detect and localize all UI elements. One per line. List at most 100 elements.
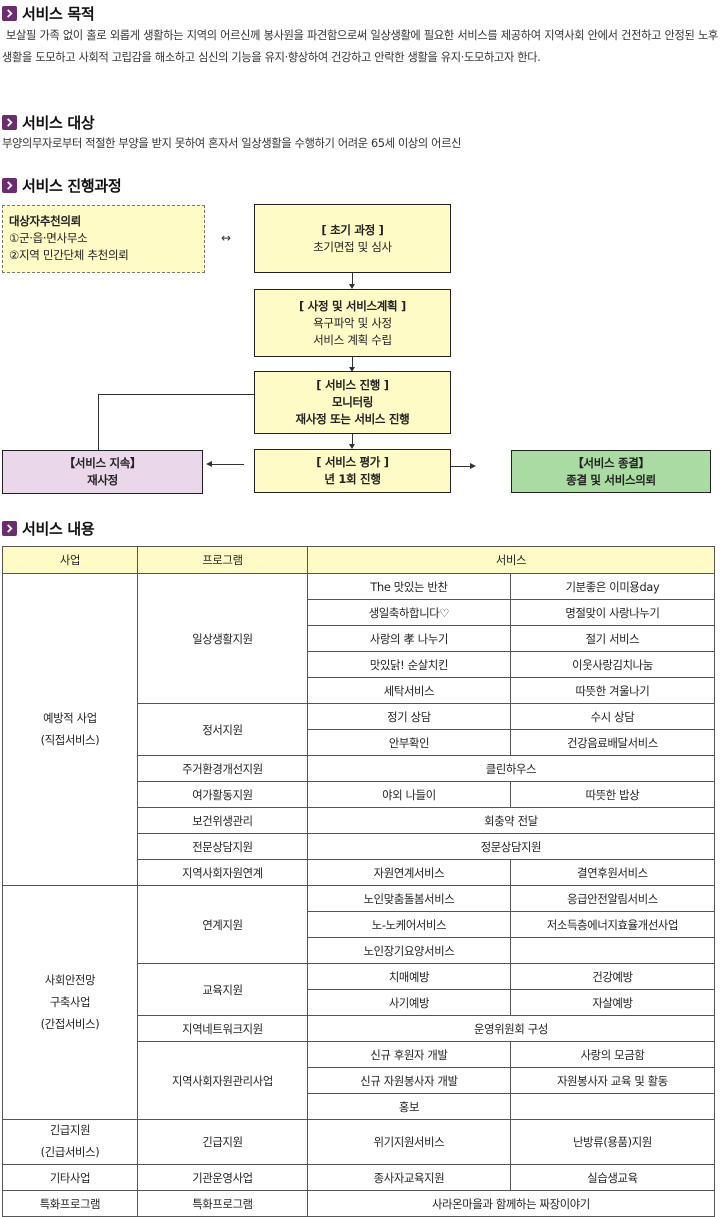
program-cell: 긴급지원 [137, 1119, 308, 1165]
service-cell: 위기지원서비스 [307, 1119, 511, 1165]
referral-box: 대상자추천의뢰 ①군·읍·면사무소 ②지역 민간단체 추천의뢰 [2, 205, 205, 273]
table-row: 전문상담지원 정문상담지원 [3, 833, 715, 860]
service-cell: 운영위원회 구성 [307, 1015, 715, 1042]
section-header-purpose: 서비스 목적 [2, 2, 95, 24]
service-cell: 응급안전알림서비스 [510, 885, 715, 912]
business-line: (긴급서비스) [40, 1146, 100, 1159]
table-row: 예방적 사업 (직접서비스) 일상생활지원 The 맛있는 반찬 기분좋은 이미… [2, 573, 715, 886]
section-title: 서비스 내용 [22, 519, 95, 538]
service-cell: 수시 상담 [510, 703, 715, 730]
flow-connector [451, 466, 471, 467]
section-title: 서비스 진행과정 [22, 176, 122, 195]
table-row: 긴급지원 (긴급서비스) 긴급지원 위기지원서비스 난방류(용품)지원 [2, 1119, 715, 1165]
service-cell: 명절맞이 사랑나누기 [510, 599, 715, 626]
table-row: 특화프로그램 특화프로그램 사라온마을과 함께하는 짜장이야기 [2, 1190, 715, 1217]
table-row: 사랑의 孝 나누기 절기 서비스 [3, 625, 715, 652]
program-cell: 기관운영사업 [137, 1164, 308, 1191]
table-row: 사회안전망 구축사업 (간접서비스) 연계지원 노인맞춤돌봄서비스 응급안전알림… [2, 885, 715, 1120]
service-cell: 회충약 전달 [307, 807, 715, 834]
program-cell: 지역사회자원연계 [137, 859, 308, 886]
table-row: 기타사업 기관운영사업 종사자교육지원 실습생교육 [2, 1164, 715, 1191]
service-cell: 따뜻한 겨울나기 [510, 677, 715, 704]
business-line: 긴급지원 [49, 1124, 91, 1137]
business-line: 예방적 사업 [43, 711, 97, 725]
service-cell: 노인장기요양서비스 [307, 937, 511, 964]
arrow-right-icon [470, 463, 476, 469]
service-cell: 홍보 [307, 1093, 511, 1120]
service-cell: 결연후원서비스 [510, 859, 715, 886]
box-title: 【서비스 지속】 [63, 456, 142, 470]
header-cell: 사업 [2, 546, 138, 574]
service-cell: 클린하우스 [307, 755, 715, 782]
service-cell: 사랑의 孝 나누기 [307, 625, 511, 652]
service-cell: 실습생교육 [510, 1164, 715, 1191]
box-line: 년 1회 진행 [324, 472, 381, 486]
table-row: 주거환경개선지원 클린하우스 [3, 755, 715, 782]
service-cell: 자원연계서비스 [307, 859, 511, 886]
service-cell: 사랑의 모금함 [510, 1041, 715, 1068]
header-cell: 프로그램 [137, 546, 308, 574]
service-cell: 노인맞춤돌봄서비스 [307, 885, 511, 912]
progress-box: [ 서비스 진행 ] 모니터링 재사정 또는 서비스 진행 [254, 371, 451, 434]
referral-line: ②지역 민간단체 추천의뢰 [9, 248, 129, 262]
business-line: (직접서비스) [40, 733, 100, 747]
service-cell: 치매예방 [307, 963, 511, 990]
table-row: 지역사회자원관리사업 신규 후원자 개발 사랑의 모금함 [3, 1041, 715, 1120]
section-title: 서비스 목적 [22, 4, 95, 23]
service-cell: 신규 후원자 개발 [307, 1041, 511, 1068]
service-table: 사업 프로그램 서비스 예방적 사업 (직접서비스) 일상생활지원 The 맛있… [2, 546, 715, 1217]
chevron-right-icon [2, 177, 17, 193]
service-cell: 노-노케어서비스 [307, 911, 511, 938]
service-cell: 기분좋은 이미용day [510, 573, 715, 600]
evaluation-box: [ 서비스 평가 ] 년 1회 진행 [254, 449, 451, 493]
program-cell: 일상생활지원 [137, 573, 308, 704]
box-line: 재사정 또는 서비스 진행 [295, 412, 410, 426]
program-cell: 전문상담지원 [137, 833, 308, 860]
service-cell: 세탁서비스 [307, 677, 511, 704]
service-cell: 사기예방 [307, 989, 511, 1016]
service-cell: The 맛있는 반찬 [307, 573, 511, 600]
flow-connector [352, 357, 353, 368]
arrow-down-icon [349, 367, 355, 372]
referral-line: ①군·읍·면사무소 [9, 231, 88, 245]
table-row: 노-노케어서비스 저소득층에너지효율개선사업 [3, 911, 715, 938]
service-cell: 건강음료배달서비스 [510, 729, 715, 756]
referral-title: 대상자추천의뢰 [9, 214, 81, 228]
arrow-left-icon [206, 461, 212, 467]
program-cell: 정서지원 [137, 703, 308, 756]
table-row: 신규 자원봉사자 개발 자원봉사자 교육 및 활동 [3, 1067, 715, 1094]
service-cell: 안부확인 [307, 729, 511, 756]
service-cell [510, 1093, 715, 1120]
service-cell: 따뜻한 밥상 [510, 781, 715, 808]
initial-stage-box: [ 초기 과정 ] 초기면접 및 심사 [254, 204, 451, 273]
service-cell: 건강예방 [510, 963, 715, 990]
business-cell: 기타사업 [2, 1164, 138, 1191]
box-line: 서비스 계획 수립 [313, 332, 392, 347]
section-header-content: 서비스 내용 [2, 517, 95, 539]
business-cell: 긴급지원 (긴급서비스) [2, 1119, 138, 1165]
box-title: [ 사정 및 서비스계획 ] [299, 298, 406, 313]
service-cell: 저소득층에너지효율개선사업 [510, 911, 715, 938]
program-cell: 보건위생관리 [137, 807, 308, 834]
purpose-text: 보살필 가족 없이 홀로 외롭게 생활하는 지역의 어르신께 봉사원을 파견함으… [2, 29, 718, 64]
service-cell: 신규 자원봉사자 개발 [307, 1067, 511, 1094]
box-line: 종결 및 서비스의뢰 [566, 472, 656, 487]
flow-connector [98, 394, 99, 450]
business-line: (간접서비스) [40, 1017, 100, 1031]
business-line: 구축사업 [49, 995, 91, 1009]
flow-connector [352, 434, 353, 445]
header-cell: 서비스 [307, 546, 715, 574]
table-row: 안부확인 건강음료배달서비스 [3, 729, 715, 756]
table-row: 보건위생관리 회충약 전달 [3, 807, 715, 834]
program-cell: 지역사회자원관리사업 [137, 1041, 308, 1120]
service-cell [510, 937, 715, 964]
table-row: 정서지원 정기 상담 수시 상담 [3, 703, 715, 756]
program-cell: 교육지원 [137, 963, 308, 1016]
chevron-right-icon [2, 5, 17, 21]
flow-connector [212, 464, 244, 465]
arrow-down-icon [349, 444, 355, 449]
service-end-box: 【서비스 종결】 종결 및 서비스의뢰 [511, 450, 711, 493]
section-header-target: 서비스 대상 [2, 111, 95, 133]
section-title: 서비스 대상 [22, 113, 95, 132]
program-cell: 특화프로그램 [137, 1190, 308, 1217]
